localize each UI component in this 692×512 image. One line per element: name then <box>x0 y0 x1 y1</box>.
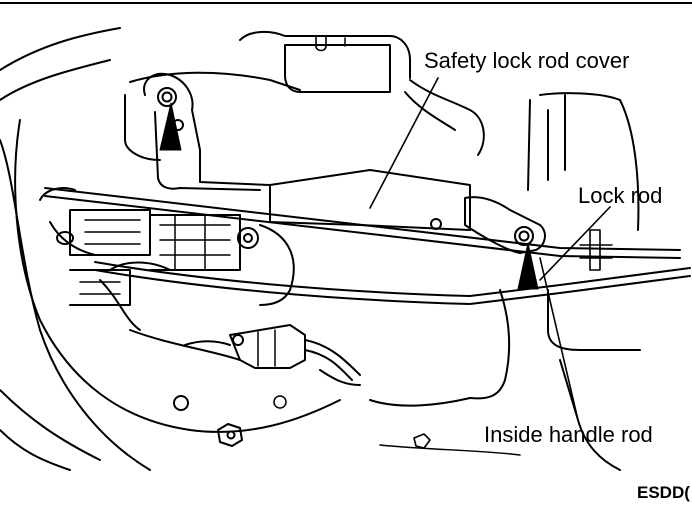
upper-recess <box>239 30 485 156</box>
wiring-connector <box>129 324 361 386</box>
figure-code: ESDD( <box>637 483 690 502</box>
label-inside-handle-rod: Inside handle rod <box>484 422 653 447</box>
safety-lock-rod-cover-part <box>143 72 546 254</box>
leader-lines <box>369 77 611 421</box>
panel-fasteners <box>173 395 521 456</box>
pointer-arrows <box>159 102 539 290</box>
label-lock-rod: Lock rod <box>578 183 663 208</box>
rods <box>44 187 691 305</box>
latch-mechanism <box>39 187 295 331</box>
label-safety-lock-rod-cover: Safety lock rod cover <box>424 48 630 73</box>
door-inner-panel-outline <box>0 27 341 471</box>
right-pillar <box>369 92 641 471</box>
